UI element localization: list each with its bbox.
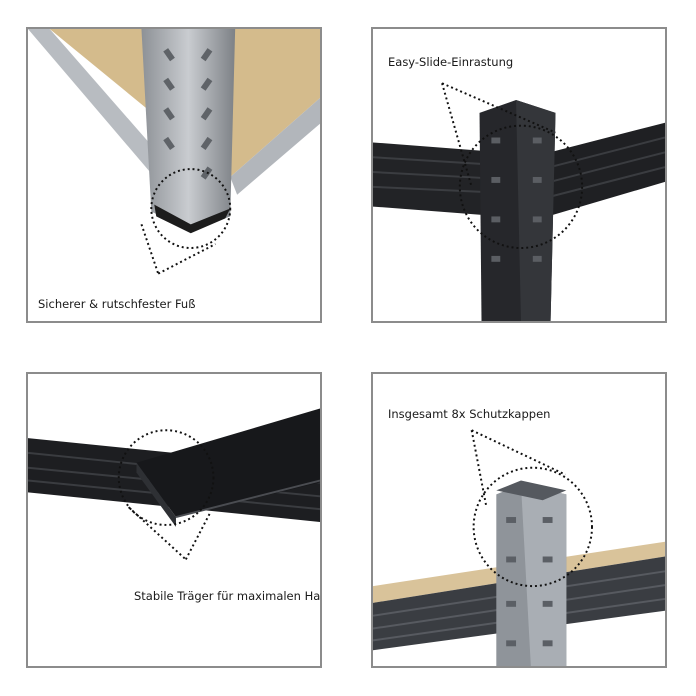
caption-protective-caps: Insgesamt 8x Schutzkappen (388, 407, 551, 421)
panel-secure-foot: Sicherer & rutschfester Fuß (26, 27, 322, 323)
support-beam-image (28, 408, 320, 561)
caption-stable-beams: Stabile Träger für maximalen Halt (134, 589, 322, 603)
protective-cap-image (373, 429, 665, 666)
panel-stable-beams: Stabile Träger für maximalen Halt (26, 372, 322, 668)
caption-easy-slide: Easy-Slide-Einrastung (388, 55, 514, 69)
panel-easy-slide: Easy-Slide-Einrastung (371, 27, 667, 323)
panel-protective-caps: Insgesamt 8x Schutzkappen (371, 372, 667, 668)
shelf-foot-image (28, 29, 320, 275)
beam-connection-image (373, 82, 665, 321)
caption-secure-foot: Sicherer & rutschfester Fuß (38, 297, 196, 311)
